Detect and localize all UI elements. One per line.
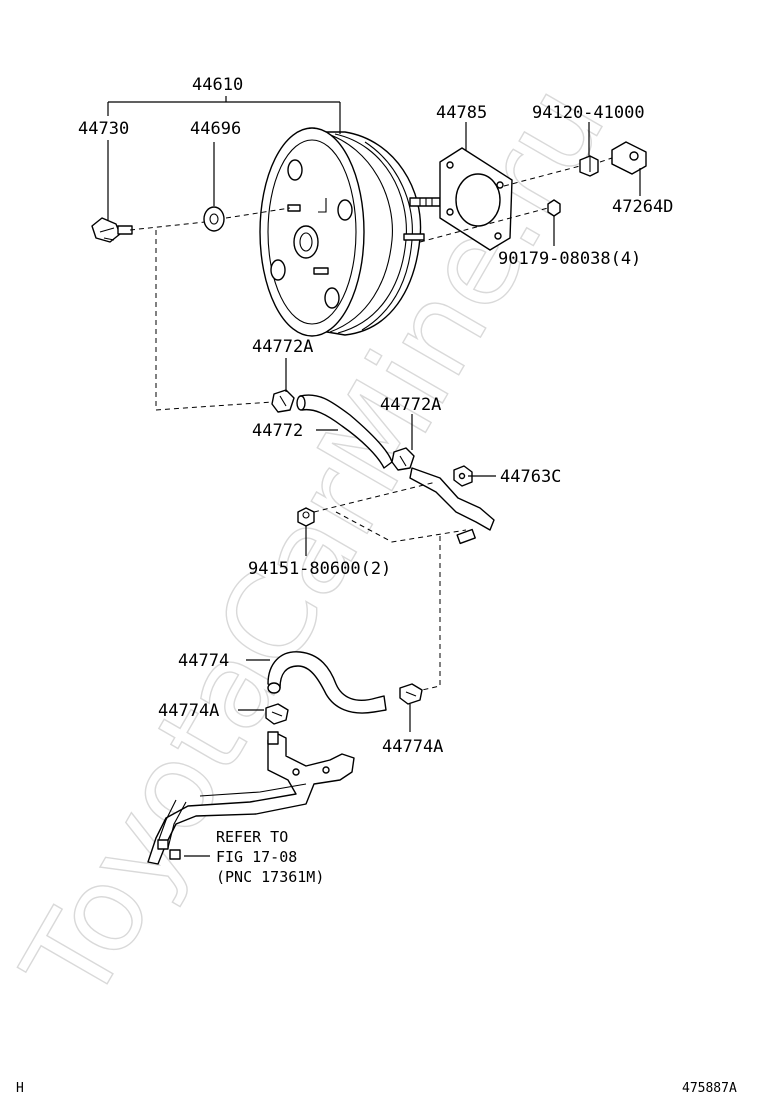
gasket-44785 — [439, 147, 513, 251]
label-44772A-top: 44772A — [252, 337, 313, 357]
clamp-44772A-upper — [271, 389, 295, 413]
label-90179-08038: 90179-08038(4) — [498, 249, 641, 269]
dashed-lines — [129, 157, 613, 691]
label-44772A-right: 44772A — [380, 395, 441, 415]
lower-pipe-assembly — [147, 731, 355, 865]
footer-figure-id: 475887A — [682, 1081, 737, 1096]
label-44774A-right: 44774A — [382, 737, 443, 757]
hose-44772 — [296, 394, 393, 469]
part-labels: 44610 44730 44696 44785 94120-41000 4726… — [78, 75, 673, 757]
label-44774: 44774 — [178, 651, 229, 671]
clamp-44772A-lower — [391, 447, 415, 471]
label-44763C: 44763C — [500, 467, 561, 487]
label-44730: 44730 — [78, 119, 129, 139]
label-94120-41000: 94120-41000 — [532, 103, 645, 123]
note-line-1: REFER TO — [216, 828, 288, 846]
leader-lines — [107, 96, 641, 857]
footer-left-code: H — [16, 1081, 24, 1096]
label-44610: 44610 — [192, 75, 243, 95]
label-44696: 44696 — [190, 119, 241, 139]
note-line-2: FIG 17-08 — [216, 848, 297, 866]
label-47264D: 47264D — [612, 197, 673, 217]
reference-note: REFER TO FIG 17-08 (PNC 17361M) — [216, 828, 324, 886]
hose-44774 — [267, 651, 387, 714]
nut-90179-08038 — [547, 199, 561, 217]
pipe-44763C — [409, 465, 495, 545]
brake-booster — [259, 127, 441, 337]
clamp-44774A-left — [265, 703, 289, 725]
label-94151-80600: 94151-80600(2) — [248, 559, 391, 579]
clip-47264D — [611, 141, 647, 175]
label-44772: 44772 — [252, 421, 303, 441]
grommet-44696 — [203, 206, 225, 232]
nut-94120-41000 — [579, 155, 599, 177]
label-44785: 44785 — [436, 103, 487, 123]
note-line-3: (PNC 17361M) — [216, 868, 324, 886]
check-valve-44730 — [91, 217, 133, 243]
nut-94151-80600 — [297, 507, 315, 527]
label-44774A-left: 44774A — [158, 701, 219, 721]
clamp-44774A-right — [399, 683, 423, 705]
